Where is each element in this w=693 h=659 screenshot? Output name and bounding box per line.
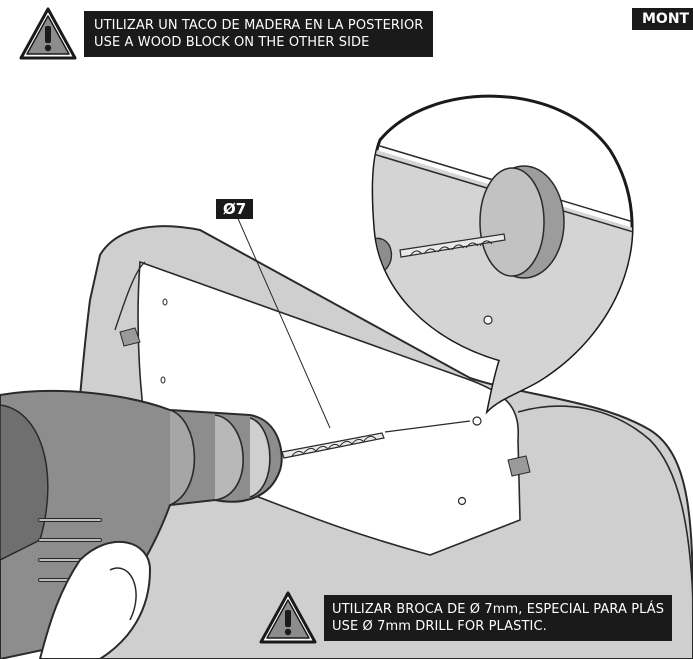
warning-text-en: USE Ø 7mm DRILL FOR PLASTIC. [332,619,547,634]
warning-drill-bit: UTILIZAR BROCA DE Ø 7mm, ESPECIAL PARA P… [258,590,673,646]
section-title-chip: MONT [632,8,693,30]
exclamation-triangle-icon [19,7,77,60]
warning-text-es: UTILIZAR BROCA DE Ø 7mm, ESPECIAL PARA P… [332,602,665,617]
warning-wood-block: UTILIZAR UN TACO DE MADERA EN LA POSTERI… [18,6,434,62]
drill-diameter-label: Ø7 [216,199,254,219]
warning-text-box: UTILIZAR BROCA DE Ø 7mm, ESPECIAL PARA P… [324,595,673,641]
warning-text-en: USE A WOOD BLOCK ON THE OTHER SIDE [94,35,370,50]
exclamation-triangle-icon [259,591,317,644]
warning-text-es: UTILIZAR UN TACO DE MADERA EN LA POSTERI… [94,18,424,33]
warning-text-box: UTILIZAR UN TACO DE MADERA EN LA POSTERI… [84,11,434,57]
